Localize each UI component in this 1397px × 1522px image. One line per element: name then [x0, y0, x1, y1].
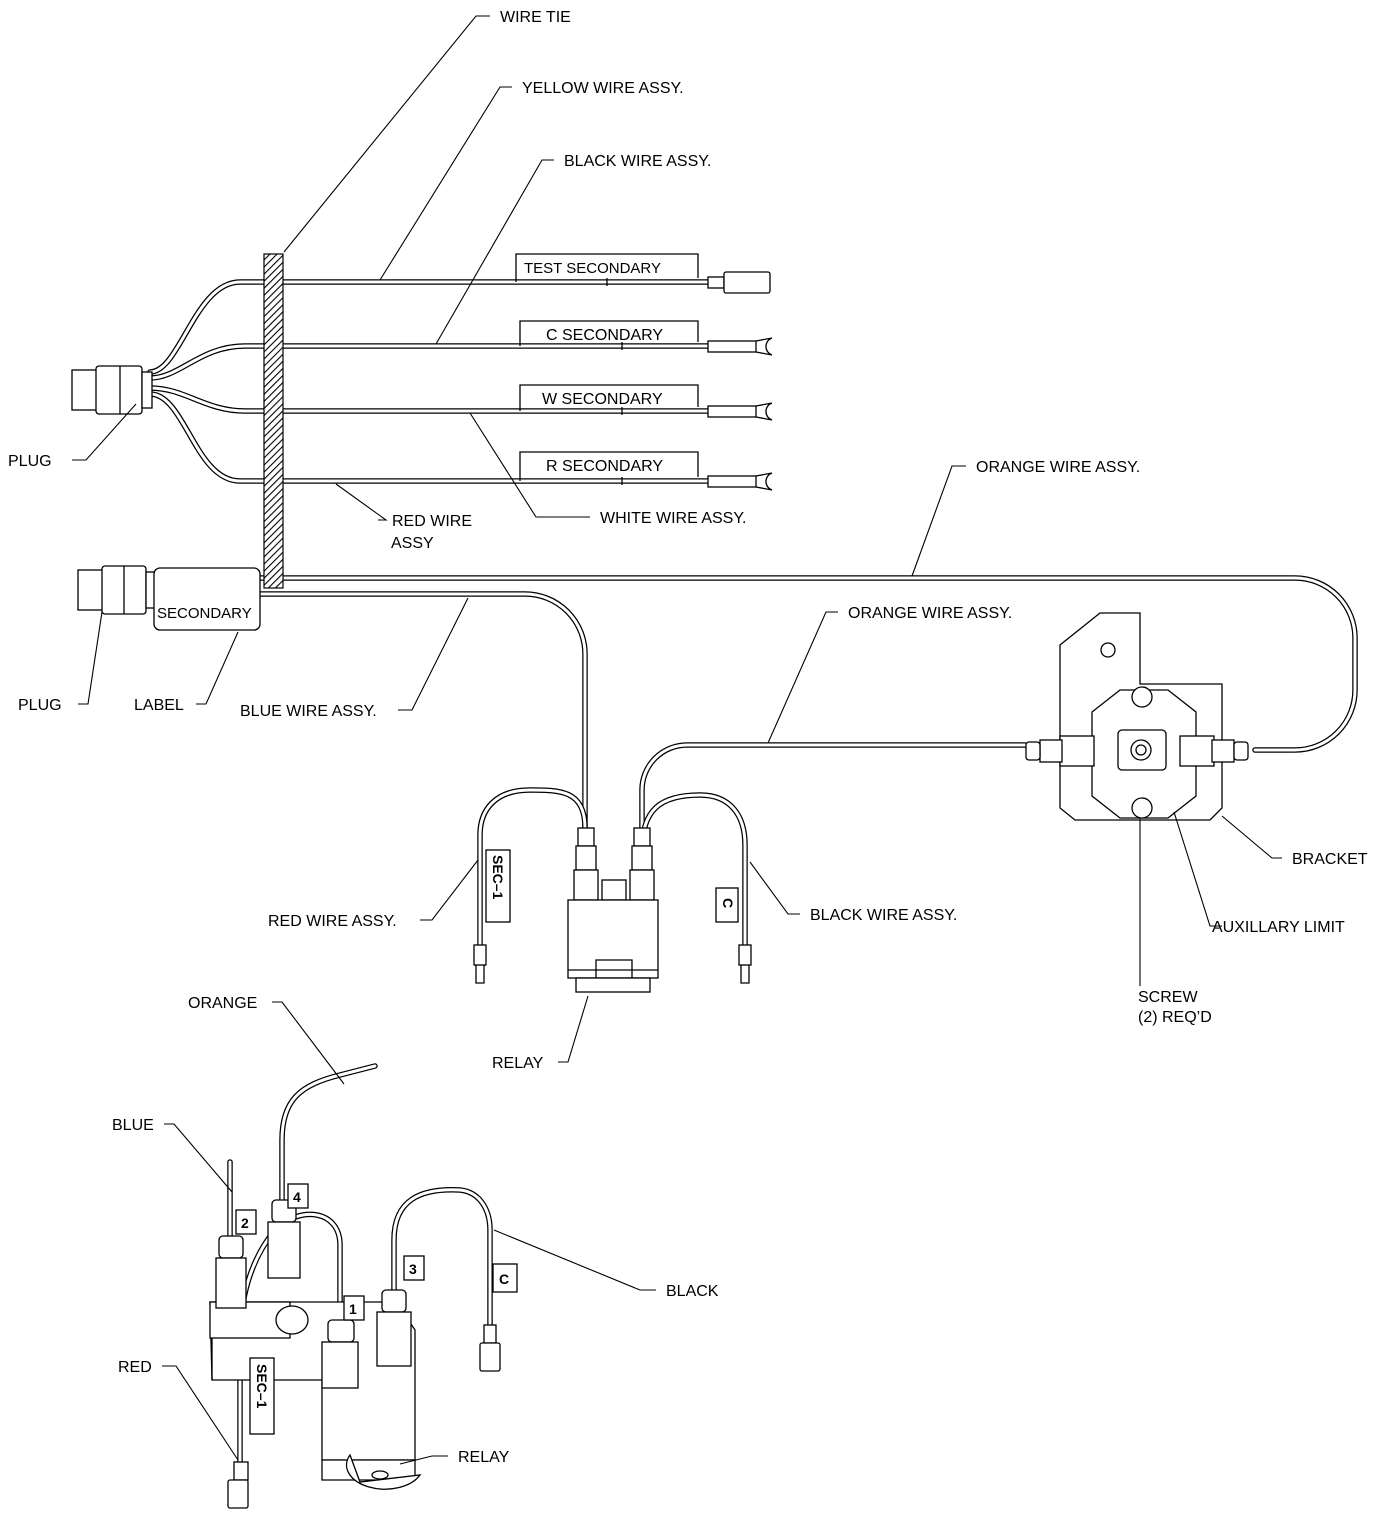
secondary-harness: SECONDARY [77, 565, 1358, 831]
tag-sec1-upper: SEC–1 [490, 855, 506, 900]
callout-screw-1: SCREW [1138, 989, 1198, 1006]
auxiliary-limit-bracket [1025, 612, 1249, 821]
wire-tag-test-secondary: TEST SECONDARY [515, 253, 699, 286]
callout-orange: ORANGE [188, 995, 257, 1012]
callout-bracket: BRACKET [1292, 851, 1368, 868]
w-secondary-spade [707, 402, 773, 421]
terminal-1-label: 1 [349, 1301, 357, 1317]
callout-aux-limit: AUXILLARY LIMIT [1212, 919, 1345, 936]
tag-w-secondary: W SECONDARY [542, 391, 663, 408]
tag-c-lower: C [499, 1271, 509, 1287]
callout-relay-bottom: RELAY [458, 1449, 510, 1466]
callout-blue-wire: BLUE WIRE ASSY. [240, 703, 377, 720]
c-secondary-spade [707, 337, 773, 356]
wire-tag-c-secondary: C SECONDARY [519, 320, 699, 350]
callout-black-wire: BLACK WIRE ASSY. [564, 153, 711, 170]
tag-c-upper: C [720, 898, 736, 908]
tag-r-secondary: R SECONDARY [546, 458, 663, 475]
relay-upper: SEC–1 C [473, 742, 1028, 993]
callout-red-wire-assy: RED WIRE ASSY. [268, 913, 397, 930]
callout-black: BLACK [666, 1283, 719, 1300]
callout-red-wire-2: ASSY [391, 535, 434, 552]
callout-red: RED [118, 1359, 152, 1376]
callout-orange-wire-mid: ORANGE WIRE ASSY. [848, 605, 1012, 622]
relay-detail: 2 4 3 1 C SEC–1 [209, 1063, 518, 1509]
tag-sec1-lower: SEC–1 [254, 1364, 270, 1409]
terminal-3-label: 3 [409, 1261, 417, 1277]
callout-screw-2: (2) REQ’D [1138, 1009, 1212, 1026]
callout-black-wire-assy: BLACK WIRE ASSY. [810, 907, 957, 924]
wire-tie [263, 253, 284, 589]
terminal-2-label: 2 [241, 1215, 249, 1231]
tag-test-secondary: TEST SECONDARY [524, 260, 661, 277]
callout-relay-top: RELAY [492, 1055, 544, 1072]
test-secondary-terminal [707, 271, 771, 294]
callouts: WIRE TIE YELLOW WIRE ASSY. BLACK WIRE AS… [8, 9, 1368, 1466]
callout-blue: BLUE [112, 1117, 154, 1134]
callout-orange-wire-top: ORANGE WIRE ASSY. [976, 459, 1140, 476]
callout-plug-bottom: PLUG [18, 697, 62, 714]
secondary-label-box [153, 567, 261, 631]
callout-wire-tie: WIRE TIE [500, 9, 571, 26]
terminal-4-label: 4 [293, 1189, 301, 1205]
top-plug [71, 365, 153, 415]
upper-harness-wires [147, 279, 711, 484]
callout-red-wire-1: RED WIRE [392, 513, 472, 530]
callout-label: LABEL [134, 697, 184, 714]
tag-c-secondary: C SECONDARY [546, 327, 663, 344]
wire-tag-r-secondary: R SECONDARY [519, 451, 699, 485]
r-secondary-spade [707, 472, 773, 491]
callout-plug-top: PLUG [8, 453, 52, 470]
wire-tag-w-secondary: W SECONDARY [519, 384, 699, 415]
callout-yellow-wire: YELLOW WIRE ASSY. [522, 80, 684, 97]
callout-white-wire: WHITE WIRE ASSY. [600, 510, 746, 527]
tag-secondary-label: SECONDARY [157, 605, 252, 622]
